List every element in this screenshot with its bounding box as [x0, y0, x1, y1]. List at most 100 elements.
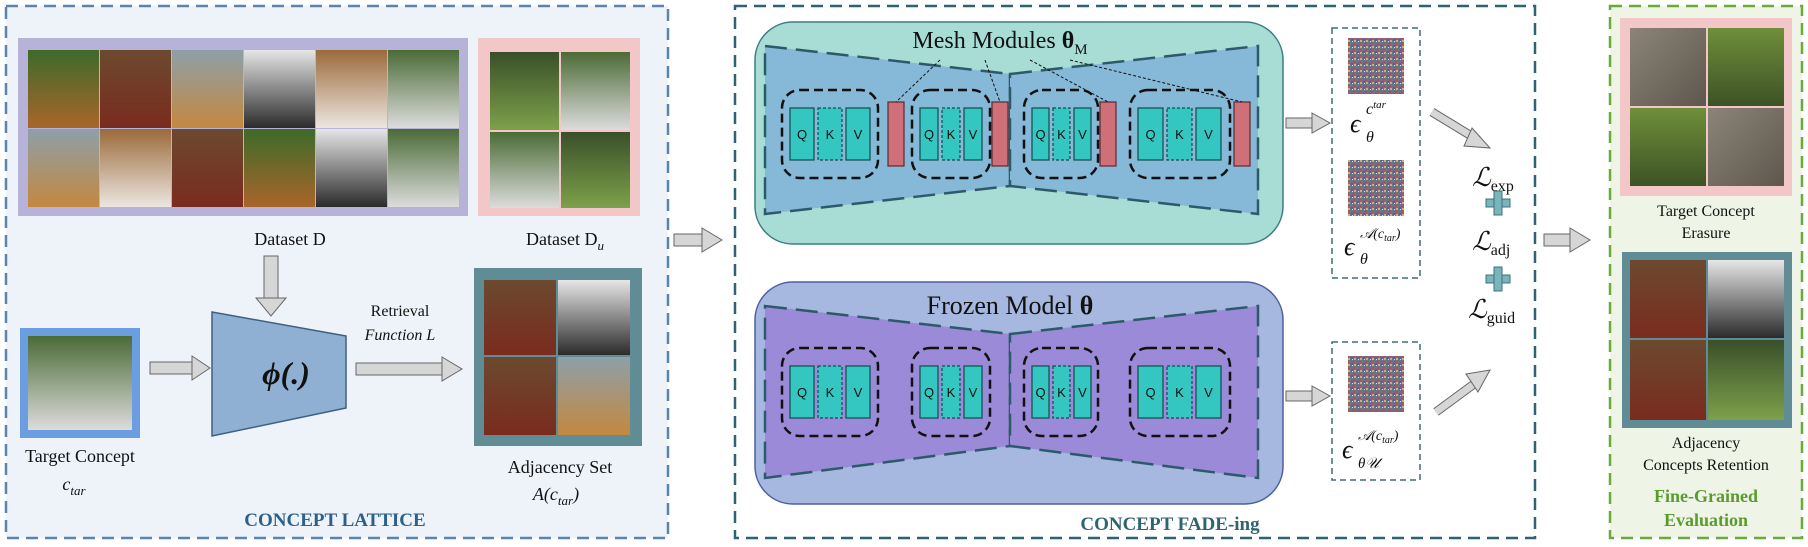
noise-adj-image	[1348, 160, 1404, 216]
retrieval-label-line1: Retrieval	[371, 303, 430, 320]
qkv-letter: Q	[924, 385, 934, 400]
qkv-cell	[963, 107, 983, 161]
dataset-du-label: Dataset Du	[526, 229, 604, 253]
attention-block	[1128, 88, 1232, 180]
arrow-target-to-encoder	[149, 355, 211, 381]
qkv-cell	[941, 107, 961, 161]
dog-image	[28, 129, 99, 207]
dog-image	[100, 129, 171, 207]
qkv-cell	[1195, 107, 1222, 161]
dog-image	[1708, 340, 1784, 420]
erased-image	[1630, 28, 1706, 106]
dog-image	[316, 129, 387, 207]
encoder-phi	[211, 311, 347, 437]
adjacency-symbol: A(ctar)	[532, 484, 579, 508]
qkv-cell	[1031, 365, 1050, 419]
dataset-d-grid	[28, 50, 459, 207]
loss-guid: ℒguid	[1468, 295, 1515, 327]
qkv-cell	[963, 365, 983, 419]
qkv-letter: Q	[1035, 127, 1045, 142]
qkv-cell	[1166, 107, 1193, 161]
dog-image	[561, 52, 630, 130]
dog-image	[388, 50, 459, 128]
eps-target-label: ϵ	[1350, 109, 1362, 138]
qkv-cell	[789, 365, 815, 419]
eval-section-title-line2: Evaluation	[1664, 510, 1748, 530]
dog-image	[316, 50, 387, 128]
dog-image	[1630, 340, 1706, 420]
qkv-letter: V	[854, 385, 863, 400]
qkv-letter: K	[1175, 127, 1184, 142]
dog-image	[484, 357, 556, 435]
arrow-noise-to-loss-top	[1429, 108, 1492, 149]
qkv-letter: V	[1078, 127, 1087, 142]
mesh-adapter-module	[1099, 101, 1117, 167]
qkv-cell	[789, 107, 815, 161]
eps-frozen-label: ϵ	[1342, 435, 1354, 464]
dog-image	[28, 50, 99, 128]
qkv-letter: Q	[1145, 385, 1155, 400]
adjacency-set-label: Adjacency Set	[508, 457, 612, 477]
qkv-letter: V	[1078, 385, 1087, 400]
eps-adj-label: ϵ	[1344, 232, 1356, 261]
qkv-cell	[1137, 365, 1164, 419]
target-concept-label: Target Concept	[25, 446, 135, 466]
dog-image	[1630, 260, 1706, 338]
retrieval-label-line2: Function L	[364, 327, 436, 344]
dog-image	[490, 132, 559, 208]
plus-icon	[1485, 190, 1511, 216]
qkv-letter: V	[854, 127, 863, 142]
qkv-letter: Q	[924, 127, 934, 142]
retention-label-line2: Concepts Retention	[1643, 457, 1769, 474]
eps-frozen-sub: θ𝒰	[1358, 456, 1383, 472]
qkv-letter: V	[969, 385, 978, 400]
qkv-letter: Q	[1145, 127, 1155, 142]
erasure-grid	[1630, 28, 1784, 186]
arrow-noise-to-loss-bottom	[1433, 369, 1491, 416]
adapter-pointer-line	[1069, 59, 1243, 103]
eps-target-sup: ctar	[1366, 99, 1387, 118]
qkv-cell	[1052, 365, 1071, 419]
mesh-title: Mesh Modules θM	[912, 28, 1087, 58]
attention-block	[780, 88, 880, 180]
eval-section-title-line1: Fine-Grained	[1654, 486, 1758, 506]
erased-image	[1630, 108, 1706, 186]
mesh-noise-group	[1331, 27, 1421, 279]
noise-frozen-image	[1348, 356, 1404, 412]
eps-adj-sup: 𝒜(ctar)	[1360, 227, 1401, 244]
qkv-cell	[817, 107, 843, 161]
arrow-encoder-to-adjacency	[355, 356, 463, 382]
eps-adj-sub: θ	[1360, 251, 1368, 268]
attention-block	[910, 88, 992, 180]
qkv-cell	[845, 107, 871, 161]
loss-adj: ℒadj	[1472, 227, 1510, 259]
dog-image	[490, 52, 559, 130]
attention-block	[1022, 346, 1100, 438]
noise-target-image	[1348, 38, 1404, 94]
attention-block	[1022, 88, 1100, 180]
qkv-cell	[1073, 107, 1092, 161]
arrow-frozen-to-noise	[1285, 385, 1332, 407]
dog-image	[558, 280, 630, 355]
plus-icon	[1485, 266, 1511, 292]
qkv-letter: K	[826, 385, 835, 400]
qkv-letter: Q	[797, 385, 807, 400]
erasure-label-line2: Erasure	[1682, 225, 1731, 242]
dog-image	[244, 129, 315, 207]
frozen-noise-group	[1331, 341, 1421, 481]
mesh-adapter-module	[1233, 101, 1251, 167]
adapter-pointer-line	[895, 59, 941, 103]
qkv-letter: K	[947, 127, 956, 142]
attention-block	[910, 346, 992, 438]
phi-label: ϕ(.)	[262, 355, 310, 391]
qkv-letter: K	[1057, 385, 1066, 400]
dog-image	[388, 129, 459, 207]
qkv-letter: V	[1204, 127, 1213, 142]
qkv-cell	[1137, 107, 1164, 161]
frozen-title: Frozen Model θ	[927, 291, 1094, 320]
dataset-d-label: Dataset D	[254, 229, 325, 249]
arrow-dataset-to-encoder	[254, 255, 288, 317]
dog-image	[1708, 260, 1784, 338]
retention-grid	[1630, 260, 1784, 420]
